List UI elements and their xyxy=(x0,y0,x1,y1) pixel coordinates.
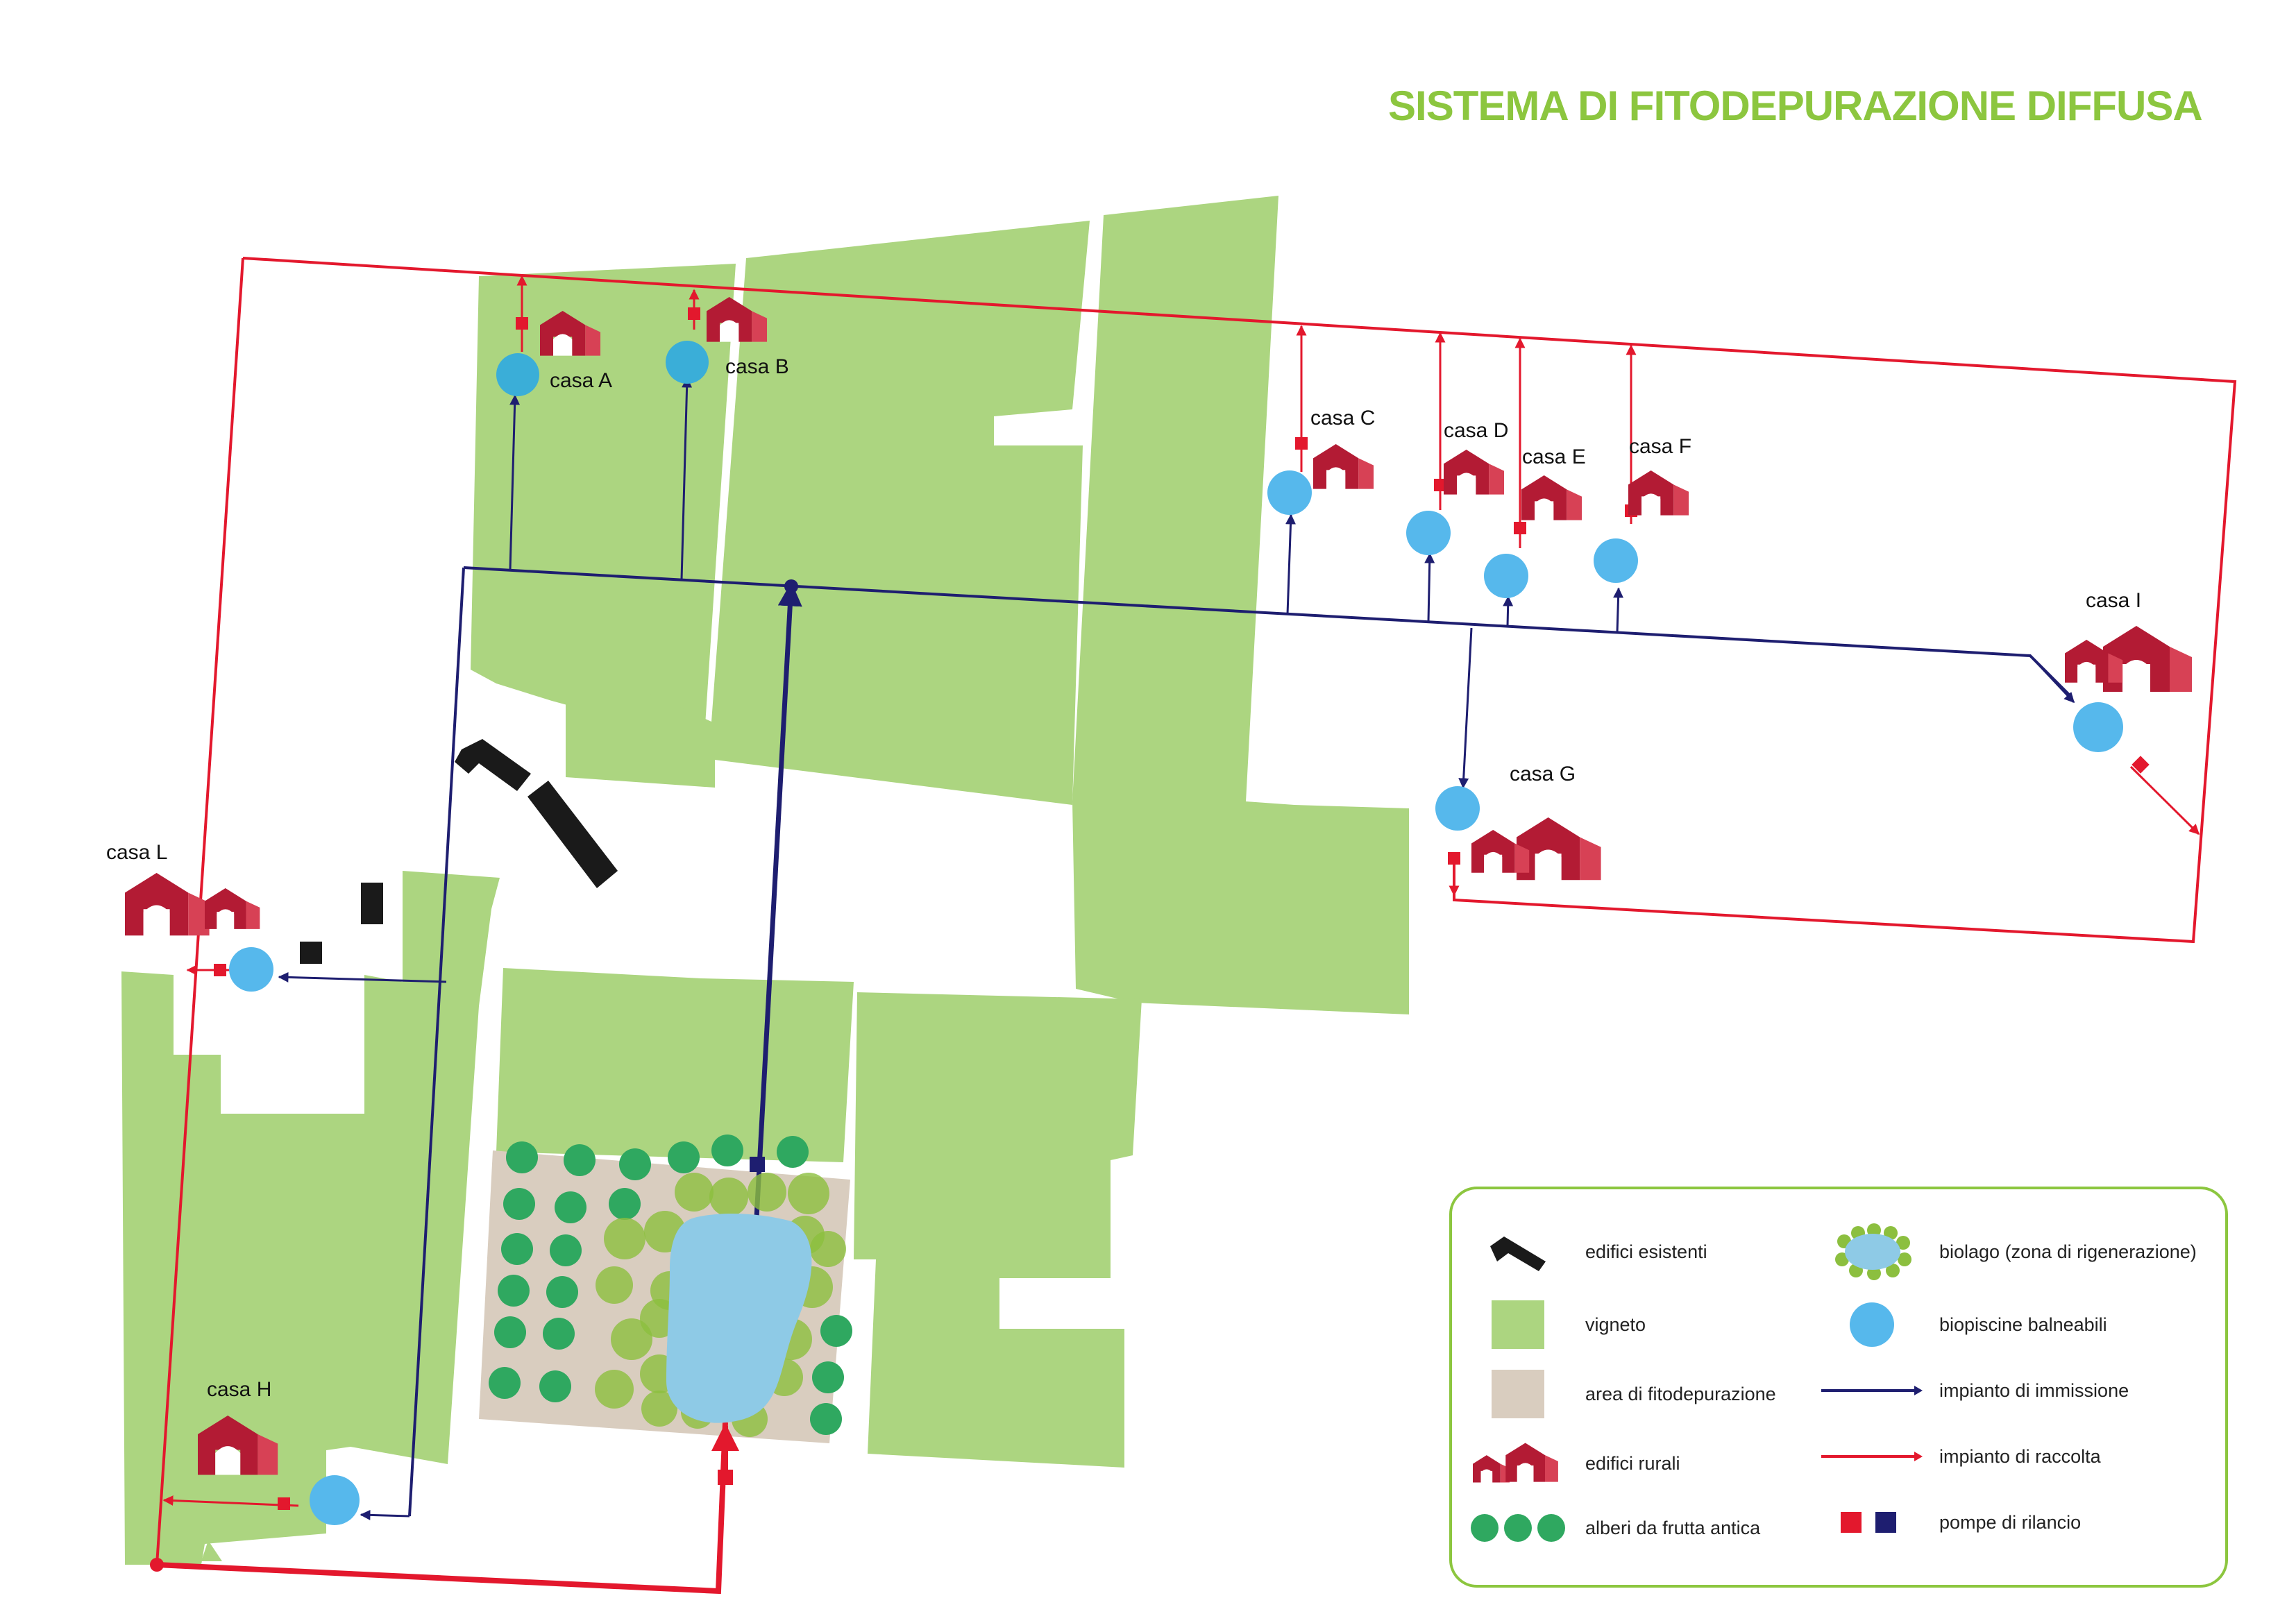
house-label: casa A xyxy=(550,369,612,392)
pool-icon xyxy=(1406,511,1451,555)
existing-building-icon xyxy=(300,942,322,964)
house-label: casa C xyxy=(1310,407,1375,430)
pump-icon xyxy=(750,1157,765,1172)
legend-item: biopiscine balneabili xyxy=(1820,1297,2107,1352)
existing-building-icon xyxy=(455,739,531,791)
house-label: casa F xyxy=(1629,435,1691,458)
biolake-icon xyxy=(1820,1223,1924,1280)
house-label: casa E xyxy=(1522,445,1586,468)
legend-item: impianto di immissione xyxy=(1820,1363,2129,1418)
pool-icon xyxy=(1435,786,1480,831)
legend-item: area di fitodepurazione xyxy=(1466,1366,1776,1422)
house-label: casa G xyxy=(1510,763,1576,785)
legend-label: area di fitodepurazione xyxy=(1585,1383,1776,1404)
pool-icon xyxy=(310,1475,360,1525)
legend-item: biolago (zona di rigenerazione) xyxy=(1820,1223,2197,1280)
pool-icon xyxy=(666,341,709,384)
pump-icon xyxy=(688,307,700,320)
existing-building-icon xyxy=(527,781,618,888)
legend-label: edifici esistenti xyxy=(1585,1241,1707,1262)
house-label: casa H xyxy=(207,1378,271,1401)
legend-item: vigneto xyxy=(1466,1297,1646,1352)
legend-label: vigneto xyxy=(1585,1314,1646,1335)
injection-network xyxy=(278,377,2075,1520)
house-label: casa L xyxy=(106,841,167,864)
pump-icon xyxy=(516,317,528,330)
pool-icon xyxy=(1267,470,1312,515)
pool-icon xyxy=(229,947,273,992)
vineyard-plot xyxy=(496,968,854,1162)
rural-building-icon xyxy=(1521,475,1582,520)
vineyard-plot xyxy=(471,264,736,736)
legend-label: alberi da frutta antica xyxy=(1585,1517,1761,1538)
legend-item: impianto di raccolta xyxy=(1820,1429,2101,1484)
fruit-trees-icon xyxy=(1466,1500,1570,1556)
rural-building-icon xyxy=(125,873,210,936)
pool-icon xyxy=(1820,1297,1924,1352)
legend-label: impianto di immissione xyxy=(1939,1379,2129,1401)
house-label: casa B xyxy=(725,355,789,378)
pump-icon xyxy=(1514,522,1526,534)
pool-icon xyxy=(496,353,539,396)
page-title: SISTEMA DI FITODEPURAZIONE DIFFUSA xyxy=(1388,83,2203,129)
pool-icon xyxy=(1594,538,1638,583)
existing-building-icon xyxy=(1466,1224,1570,1280)
legend-item: edifici rurali xyxy=(1466,1436,1680,1491)
vineyard-plot xyxy=(201,1540,222,1561)
legend-label: pompe di rilancio xyxy=(1939,1511,2082,1533)
legend-item: edifici esistenti xyxy=(1466,1224,1707,1280)
house-label: casa D xyxy=(1444,419,1508,442)
biolake xyxy=(666,1213,812,1423)
vineyard-swatch xyxy=(1466,1297,1570,1352)
rural-building-icon xyxy=(1628,470,1689,516)
vineyard-plot xyxy=(121,871,500,1565)
injection-arrow-icon xyxy=(1820,1363,1924,1418)
legend-item: alberi da frutta antica xyxy=(1466,1500,1760,1556)
pump-icon xyxy=(1448,852,1460,865)
pump-icon xyxy=(1820,1495,1924,1550)
pump-icon xyxy=(718,1470,733,1485)
legend-item: pompe di rilancio xyxy=(1820,1495,2081,1550)
pools xyxy=(229,341,2123,1525)
fruit-trees xyxy=(489,1135,852,1435)
legend: edifici esistenti vigneto area di fitode… xyxy=(1449,1187,2228,1588)
existing-buildings xyxy=(300,739,618,964)
vineyard-plot xyxy=(566,221,1090,805)
existing-building-icon xyxy=(361,883,383,924)
vineyard-plot xyxy=(854,992,1142,1468)
legend-label: biolago (zona di rigenerazione) xyxy=(1939,1241,2197,1262)
legend-label: edifici rurali xyxy=(1585,1452,1680,1474)
pump-icon xyxy=(1434,479,1446,491)
pool-icon xyxy=(2073,702,2123,752)
pump-icon xyxy=(1295,437,1308,450)
legend-label: impianto di raccolta xyxy=(1939,1445,2101,1467)
pool-icon xyxy=(1484,554,1528,598)
pump-icon xyxy=(214,964,226,976)
rural-building-icon xyxy=(1313,444,1374,489)
pump-icon xyxy=(278,1497,290,1510)
rural-building-icon xyxy=(1466,1436,1570,1491)
rural-building-icon xyxy=(205,888,260,929)
legend-label: biopiscine balneabili xyxy=(1939,1314,2107,1335)
injection-line xyxy=(408,567,465,1517)
rural-building-icon xyxy=(1517,817,1601,881)
phyto-area-swatch xyxy=(1466,1366,1570,1422)
collection-arrow-icon xyxy=(1820,1429,1924,1484)
rural-building-icon xyxy=(1444,450,1505,495)
house-label: casa I xyxy=(2086,589,2141,612)
house-labels: casa A casa B casa C casa D casa E casa … xyxy=(106,355,2141,1401)
vineyard-plot xyxy=(1072,196,1409,1014)
